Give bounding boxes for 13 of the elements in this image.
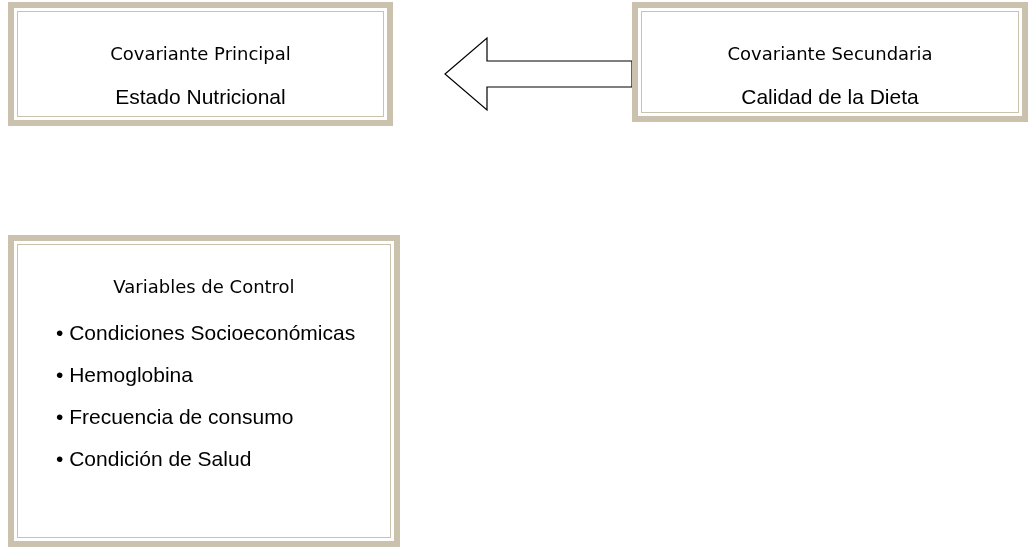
double-bordered-box [8, 235, 400, 547]
bullet-item: • Condiciones Socioeconómicas [56, 320, 356, 346]
box-text: Estado Nutricional [115, 84, 286, 110]
double-bordered-box [632, 2, 1028, 122]
box-text: Calidad de la Dieta [741, 84, 919, 110]
box-heading: Covariante Principal [110, 42, 291, 66]
bullet-item: • Hemoglobina [56, 362, 194, 388]
bullet-item: • Frecuencia de consumo [56, 404, 295, 430]
bullet-item: • Condición de Salud [56, 446, 253, 472]
block-arrow [444, 36, 633, 112]
box-heading: Covariante Secundaria [727, 42, 933, 66]
box-heading: Variables de Control [113, 275, 295, 299]
double-bordered-box [8, 2, 393, 126]
